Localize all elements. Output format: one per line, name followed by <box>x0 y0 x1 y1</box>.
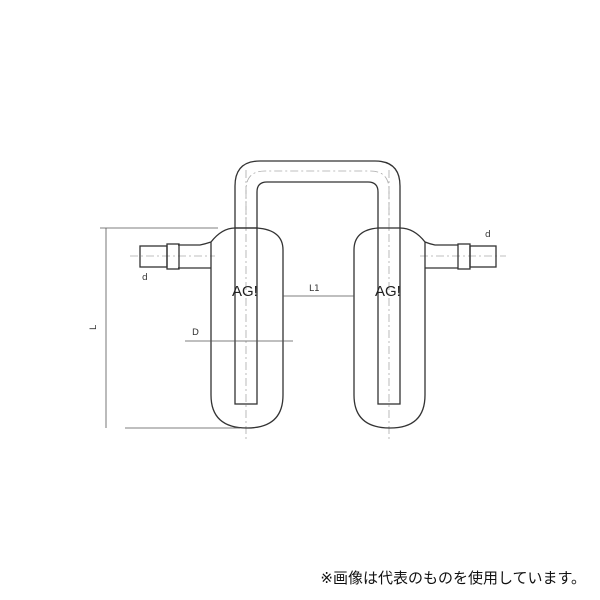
disclaimer-caption: ※画像は代表のものを使用しています。 <box>320 569 586 587</box>
dimension-label-L1: L1 <box>309 284 320 294</box>
bridge-tube <box>234 160 401 228</box>
left-inlet-arm <box>139 241 212 270</box>
port-label-left: d <box>142 273 148 283</box>
dimension-label-L: L <box>89 325 99 330</box>
right-outlet-arm <box>424 241 497 270</box>
port-label-right: d <box>485 230 491 240</box>
centerlines <box>130 170 506 440</box>
dimension-label-D: D <box>192 328 199 338</box>
left-vessel <box>210 227 284 429</box>
watermark-right: AG! <box>375 283 401 300</box>
right-vessel <box>353 227 426 429</box>
dimension-lines <box>100 227 354 429</box>
watermark-left: AG! <box>232 283 258 300</box>
